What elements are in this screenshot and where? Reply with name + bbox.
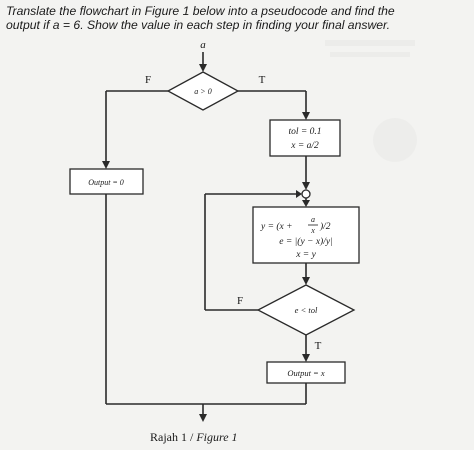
caption-english: Figure 1 [196, 430, 238, 444]
loop-body-line-2: e = |(y − x)/y| [279, 236, 332, 247]
body-to-decision-arrow [302, 263, 310, 285]
decision-e-false-label: F [237, 295, 243, 307]
branch-true-right [238, 90, 310, 120]
watermark [325, 40, 417, 162]
input-arrow [199, 52, 207, 72]
caption-malay: Rajah 1 / [150, 430, 197, 444]
init-line-1: tol = 0.1 [288, 127, 321, 137]
loop-body-line-3: x = y [295, 250, 316, 260]
merge-lines [106, 383, 307, 422]
decision-a-false-label: F [145, 74, 151, 86]
decision-e-true-arrow [302, 335, 310, 362]
init-box [269, 119, 341, 157]
question-text: Translate the flowchart in Figure 1 belo… [6, 4, 468, 32]
figure-caption: Rajah 1 / Figure 1 [150, 430, 238, 445]
connector-to-body-arrow [302, 198, 310, 207]
output-x-label: Output = x [287, 368, 325, 378]
init-to-connector-arrow [302, 156, 310, 190]
decision-a-gt-0-label: a > 0 [194, 87, 211, 96]
fraction-denominator: x [310, 226, 315, 235]
loop-connector [301, 189, 311, 199]
question-line-1: Translate the flowchart in Figure 1 belo… [6, 4, 395, 18]
loop-back-line [204, 190, 302, 311]
decision-a-gt-0 [166, 71, 240, 111]
question-line-2: output if a = 6. Show the value in each … [6, 18, 391, 32]
branch-false-left [102, 90, 168, 169]
init-line-2: x = a/2 [290, 141, 319, 151]
input-label: a [200, 39, 206, 51]
loop-body-line-1-suffix: )/2 [319, 221, 331, 232]
decision-e-lt-tol-label: e < tol [295, 305, 318, 315]
decision-e-true-label: T [315, 340, 322, 352]
loop-body-box [252, 206, 360, 264]
fraction-numerator: a [311, 215, 315, 224]
output-zero-label: Output = 0 [88, 178, 124, 187]
loop-body-line-1: y = (x + [260, 221, 293, 232]
decision-a-true-label: T [259, 74, 266, 86]
